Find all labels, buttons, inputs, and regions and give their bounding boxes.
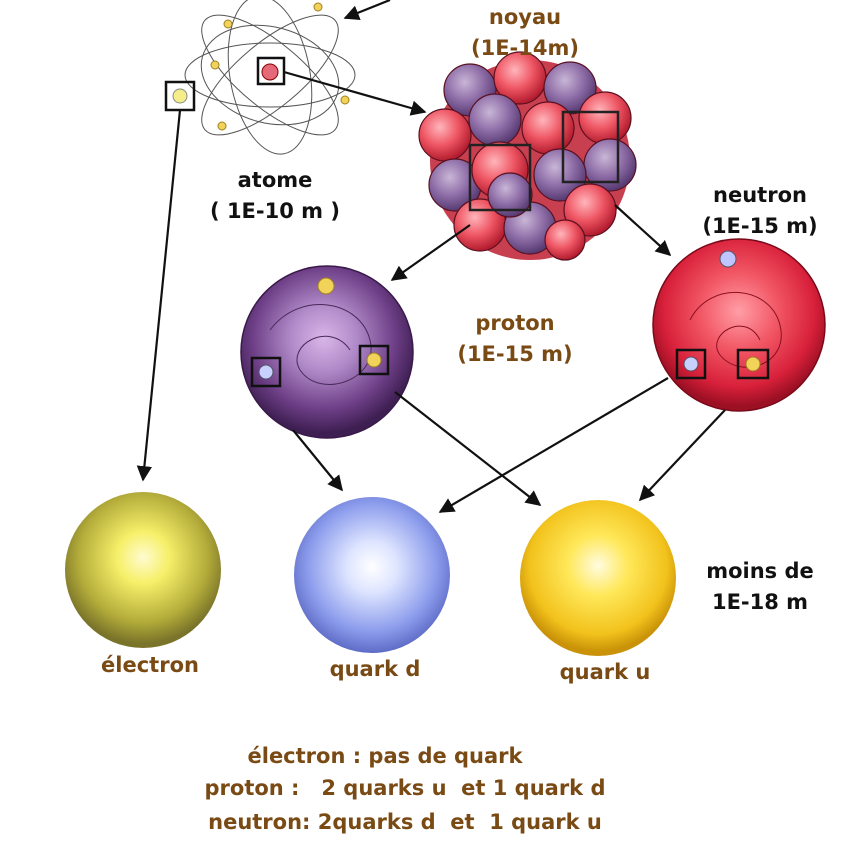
atom-name-label: atome	[237, 168, 313, 192]
quark-size-label-1: moins de	[706, 559, 814, 583]
neutron-size-label: (1E-15 m)	[702, 214, 818, 238]
quark-d-icon	[294, 497, 450, 653]
atom-size-label: ( 1E-10 m )	[210, 199, 340, 223]
electron-label: électron	[101, 653, 199, 677]
summary-proton: proton : 2 quarks u et 1 quark d	[204, 776, 606, 800]
summary-electron: électron : pas de quark	[247, 744, 523, 768]
electron-icon	[65, 492, 221, 648]
neutron-name-label: neutron	[713, 183, 807, 207]
quark-size-label-2: 1E-18 m	[711, 590, 809, 614]
nucleus-name-label: noyau	[488, 5, 562, 29]
atom-icon	[164, 0, 356, 155]
summary-neutron: neutron: 2quarks d et 1 quark u	[208, 810, 602, 834]
quark-u-icon	[520, 500, 676, 656]
proton-icon	[240, 265, 414, 439]
proton-name-label: proton	[475, 311, 555, 335]
nucleus-size-label: (1E-14m)	[471, 36, 579, 60]
quark-u-label: quark u	[559, 660, 651, 684]
arrows	[136, 0, 726, 513]
nucleus-icon	[418, 51, 637, 261]
quark-d-label: quark d	[329, 657, 421, 681]
proton-size-label: (1E-15 m)	[457, 342, 573, 366]
neutron-icon	[652, 238, 826, 412]
